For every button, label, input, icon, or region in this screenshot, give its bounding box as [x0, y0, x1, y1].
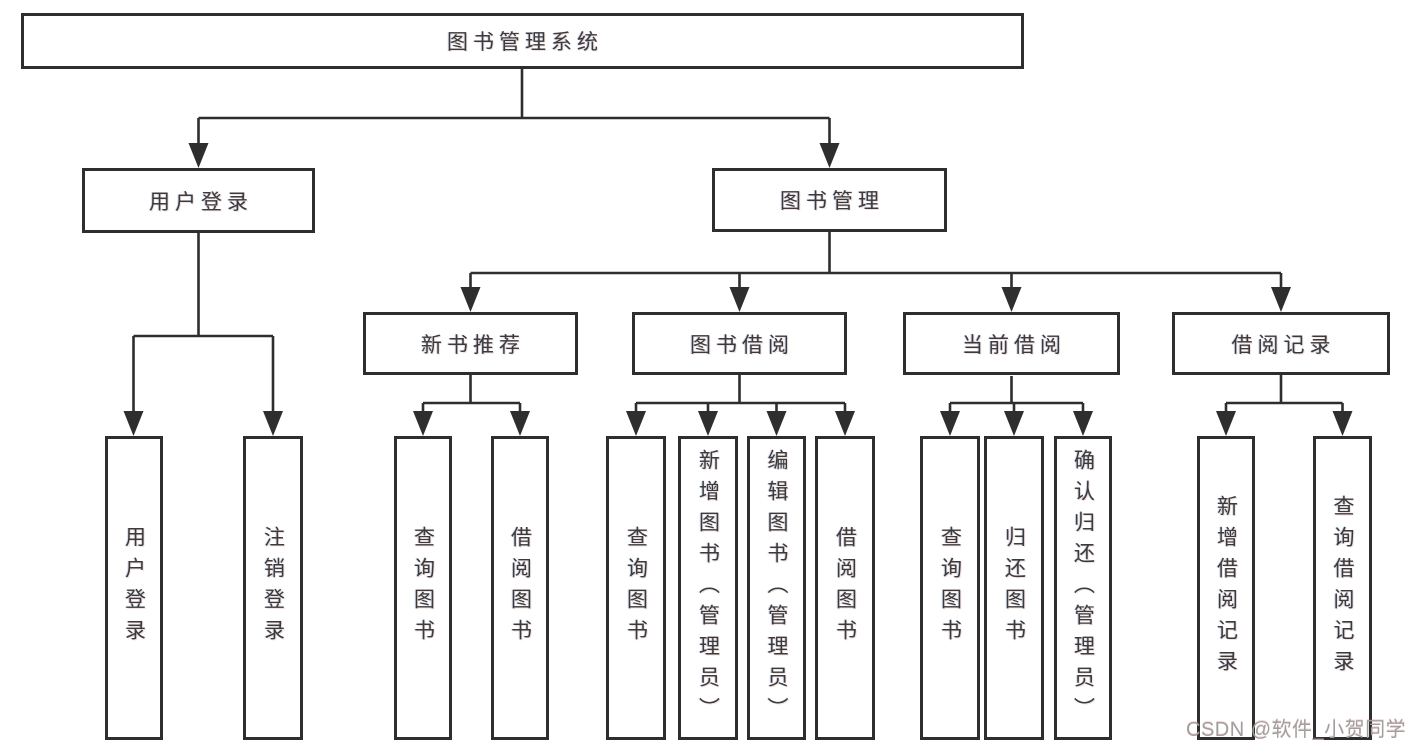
- leaf-logout-label: 注销登录: [261, 526, 285, 650]
- leaf-edit-books-admin: 编辑图书（管理员）: [747, 436, 806, 740]
- arrowhead-icon: [1001, 287, 1022, 312]
- arrowhead-icon: [819, 143, 840, 168]
- leaf-query-borrow-record-label: 查询借阅记录: [1331, 495, 1354, 681]
- node-borrow-records: 借阅记录: [1172, 312, 1390, 375]
- leaf-borrow-books-label: 借阅图书: [833, 526, 857, 650]
- arrowhead-icon: [1271, 287, 1291, 312]
- leaf-return-books-label: 归还图书: [1002, 526, 1026, 650]
- node-new-book-recommend: 新书推荐: [363, 312, 578, 375]
- arrowhead-icon: [188, 143, 209, 168]
- connector-user-login-branch: [132, 233, 275, 418]
- leaf-return-books: 归还图书: [984, 436, 1044, 740]
- arrowhead-icon: [460, 287, 481, 312]
- arrowhead-icon: [729, 287, 750, 312]
- leaf-newbook-borrow-books-label: 借阅图书: [508, 526, 532, 650]
- node-book-borrow: 图书借阅: [632, 312, 847, 375]
- leaf-newbook-borrow-books: 借阅图书: [491, 436, 549, 740]
- leaf-add-borrow-record: 新增借阅记录: [1197, 436, 1255, 740]
- leaf-borrow-query-books-label: 查询图书: [624, 526, 648, 650]
- connector-lines: [132, 69, 1344, 418]
- arrowhead-icon: [413, 411, 433, 436]
- leaf-borrow-books: 借阅图书: [815, 436, 875, 740]
- arrowhead-icon: [123, 411, 144, 436]
- connector-borrow-records-branch: [1224, 375, 1344, 418]
- arrowhead-icon: [940, 411, 960, 436]
- connector-arrowheads: [123, 143, 1353, 436]
- arrowhead-icon: [1332, 411, 1353, 436]
- leaf-current-query-books-label: 查询图书: [938, 526, 962, 650]
- leaf-newbook-query-books-label: 查询图书: [411, 526, 435, 650]
- node-root-library-system: 图书管理系统: [21, 13, 1024, 69]
- node-borrow-records-label: 借阅记录: [1231, 333, 1336, 357]
- connector-new-book-branch: [421, 375, 522, 418]
- connector-book-borrow-branch: [634, 375, 847, 418]
- node-book-management: 图书管理: [712, 168, 947, 232]
- connector-book-management-branch: [469, 232, 1283, 294]
- arrowhead-icon: [835, 411, 855, 436]
- connector-root-to-level2: [197, 69, 831, 150]
- leaf-edit-books-admin-label: 编辑图书（管理员）: [765, 448, 788, 728]
- arrowhead-icon: [1216, 411, 1236, 436]
- leaf-borrow-query-books: 查询图书: [606, 436, 666, 740]
- arrowhead-icon: [1073, 411, 1093, 436]
- leaf-query-borrow-record: 查询借阅记录: [1313, 436, 1372, 740]
- arrowhead-icon: [263, 411, 283, 436]
- node-book-management-label: 图书管理: [780, 190, 884, 213]
- node-current-borrow-label: 当前借阅: [962, 333, 1066, 357]
- leaf-confirm-return-admin-label: 确认归还（管理员）: [1071, 448, 1095, 728]
- node-root-label: 图书管理系统: [447, 31, 603, 54]
- leaf-add-borrow-record-label: 新增借阅记录: [1214, 495, 1238, 681]
- leaf-add-books-admin: 新增图书（管理员）: [678, 436, 738, 740]
- arrowhead-icon: [510, 411, 530, 436]
- arrowhead-icon: [626, 411, 646, 436]
- leaf-user-login-label: 用户登录: [122, 526, 146, 650]
- node-user-login-label: 用户登录: [149, 190, 253, 214]
- leaf-user-login: 用户登录: [105, 436, 163, 740]
- arrowhead-icon: [766, 411, 787, 436]
- node-user-login: 用户登录: [82, 168, 315, 233]
- leaf-confirm-return-admin: 确认归还（管理员）: [1054, 436, 1112, 740]
- leaf-add-books-admin-label: 新增图书（管理员）: [696, 448, 720, 728]
- node-book-borrow-label: 图书借阅: [690, 333, 794, 357]
- leaf-current-query-books: 查询图书: [920, 436, 980, 740]
- leaf-logout: 注销登录: [243, 436, 303, 740]
- csdn-watermark: CSDN @软件_小贺同学: [1186, 719, 1405, 741]
- arrowhead-icon: [698, 411, 718, 436]
- node-current-borrow: 当前借阅: [903, 312, 1120, 375]
- connector-current-borrow-branch: [948, 376, 1085, 418]
- leaf-newbook-query-books: 查询图书: [394, 436, 452, 740]
- arrowhead-icon: [1004, 411, 1024, 436]
- node-new-book-recommend-label: 新书推荐: [421, 333, 525, 357]
